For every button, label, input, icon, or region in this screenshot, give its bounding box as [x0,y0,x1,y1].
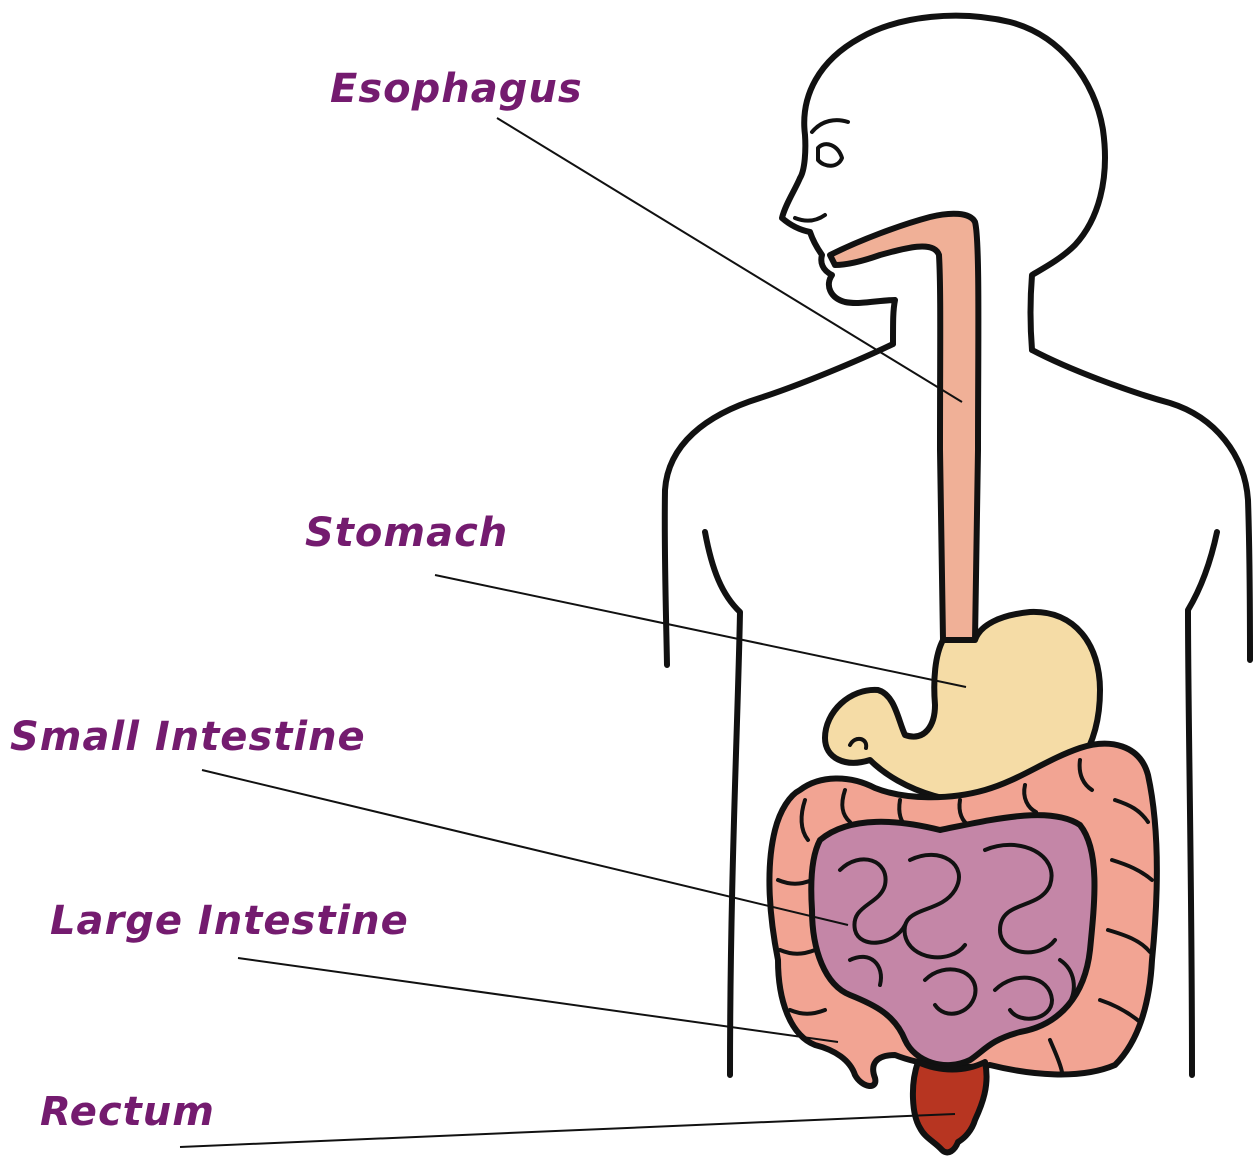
esophagus-label: Esophagus [330,66,583,112]
large-intestine-leader-line [238,958,838,1042]
eye-outline [818,144,842,166]
right-shoulder-outline [1032,350,1250,660]
small-intestine-label: Small Intestine [10,714,366,760]
stomach-leader-line [435,575,966,687]
rectum-body [913,1062,987,1152]
eyebrow-line [812,120,848,132]
large-intestine-label: Large Intestine [50,898,409,944]
rectum-organ [913,1062,987,1152]
left-shoulder-outline [665,344,893,665]
left-torso-outline [705,532,740,1075]
mouth-line [795,215,825,221]
rectum-label: Rectum [40,1089,215,1135]
organ-labels: Esophagus Stomach Small Intestine Large … [10,66,583,1135]
right-torso-outline [1188,532,1217,1075]
stomach-label: Stomach [305,510,508,556]
esophagus-tube [830,214,978,640]
rectum-leader-line [180,1114,955,1147]
esophagus-organ [830,214,978,640]
esophagus-leader-line [497,118,962,402]
